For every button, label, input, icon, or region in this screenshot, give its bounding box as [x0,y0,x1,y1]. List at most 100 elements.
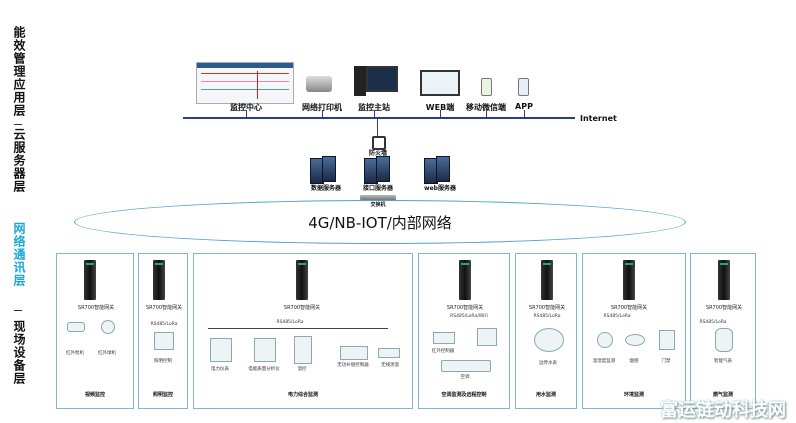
db-server-label: 数据服务器 [310,185,342,192]
switch-icon [360,195,396,200]
device-label: 智能气表 [714,359,732,364]
device-label: 照明控制 [154,359,172,364]
gateway-label: SR700智能网关 [528,305,566,311]
device-label: 无功补偿控制器 [337,363,369,368]
gateway-icon [718,260,730,300]
access-control-icon [659,330,675,350]
internet-drop [246,110,247,117]
aircon-icon [441,360,491,372]
power-meter-icon [210,338,232,362]
panel-aircon: SR700智能网关 RS485/LoRa/WiFi 红外控制器 空调 空调监测及… [418,253,510,409]
gateway-icon [541,260,553,300]
bus-line [208,328,388,329]
compensation-icon [340,346,368,360]
smoke-detector-icon [625,334,645,346]
panel-title: 环境监测 [623,392,644,398]
host-monitor-icon [366,66,398,92]
device-label: 红外控制器 [431,349,455,354]
device-label: 红外枪机 [66,351,84,356]
if-server-label: 接口服务器 [362,185,394,192]
dome-camera-icon [101,320,115,334]
network-ellipse [74,200,686,244]
device-label: 空调 [460,375,470,380]
panel-water: SR700智能网关 RS485/LoRa 远传水表 用水监测 [515,253,577,409]
panel-title: 用水监测 [535,392,556,398]
light-controller-icon [154,332,174,350]
wireless-temp-icon [378,348,400,358]
panel-title: 空调监测及远程控制 [441,392,487,398]
layer-divider [14,124,22,125]
web-server-icon [436,156,450,182]
layer-divider [14,310,22,311]
gateway-icon [296,260,308,300]
panel-lighting: SR700智能网关 RS485/LoRa 照明控制 照明监控 [138,253,188,409]
gateway-label: SR700智能网关 [77,305,115,311]
gateway-label: SR700智能网关 [610,305,648,311]
uplink-line [377,119,378,137]
gateway-label: SR700智能网关 [446,305,484,311]
db-server-icon [322,156,336,182]
web-monitor-icon [420,70,460,96]
internet-drop [374,110,375,117]
internet-drop [322,110,323,117]
layer-label-cloud: 云服务器层 [12,128,26,193]
bus-label: RS485/LoRa [533,314,561,319]
network-label: 4G/NB-IOT/内部网络 [308,214,452,232]
panel-environment: SR700智能网关 RS485/LoRa 温湿度监测 烟感 门禁 环境监测 [582,253,686,409]
monitor-center-screen [196,62,294,104]
internet-drop [524,110,525,117]
panel-title: 视频监控 [84,392,105,398]
panel-power: SR700智能网关 RS485/LoRa 电力仪表 电能质量分析仪 温控 无功补… [193,253,413,409]
humidity-sensor-icon [597,332,613,348]
panel-title: 电力综合监测 [287,392,318,398]
controller-icon [477,328,497,346]
gateway-label: SR700智能网关 [145,305,183,311]
web-server-label: web服务器 [424,185,456,192]
camera-icon [67,322,85,332]
device-label: 烟感 [629,359,639,364]
device-label: 红外球机 [98,351,116,356]
gateway-icon [153,260,165,300]
bus-label: RS485/LoRa [276,320,304,325]
panel-video: SR700智能网关 红外枪机 红外球机 视频监控 [56,253,134,409]
water-meter-icon [534,328,564,352]
device-label: 温控 [297,367,307,372]
bus-label: RS485/LoRa [150,322,178,327]
monitor-center-label: 监控中心 [230,103,262,112]
mobile-label: 移动微信端 [466,103,506,112]
if-server-icon [376,156,390,182]
web-label: WEB端 [425,103,455,112]
host-label: 监控主站 [358,103,390,112]
app-phone-icon [518,78,529,96]
mobile-phone-icon [481,78,492,96]
internet-line [183,117,575,119]
panel-title: 燃气监测 [712,392,733,398]
bus-label: RS485/LoRa [699,320,727,325]
layer-label-field: 现场设备层 [12,320,26,385]
gateway-icon [623,260,635,300]
device-label: 门禁 [661,359,671,364]
bus-label: RS485/LoRa [603,314,631,319]
gateway-icon [459,260,471,300]
ir-controller-icon [433,332,455,344]
internet-drop [486,110,487,117]
internet-drop [440,110,441,117]
layer-divider [14,188,22,189]
device-label: 温湿度监测 [592,359,616,364]
panel-title: 照明监控 [152,392,173,398]
gateway-icon [84,260,96,300]
device-label: 远传水表 [539,361,557,366]
watermark: 富运链动科技网 [660,400,786,421]
printer-label: 网络打印机 [302,103,342,112]
gas-meter-icon [715,328,733,352]
printer-icon [306,76,332,92]
quality-analyzer-icon [254,338,276,362]
temp-control-icon [294,336,312,364]
device-label: 电能质量分析仪 [248,367,280,372]
layer-label-net: 网络通讯层 [12,222,26,287]
host-pc-icon [354,66,366,96]
firewall-icon [372,136,386,150]
gateway-label: SR700智能网关 [705,305,743,311]
app-label: APP [515,102,533,111]
bus-label: RS485/LoRa/WiFi [450,314,488,319]
